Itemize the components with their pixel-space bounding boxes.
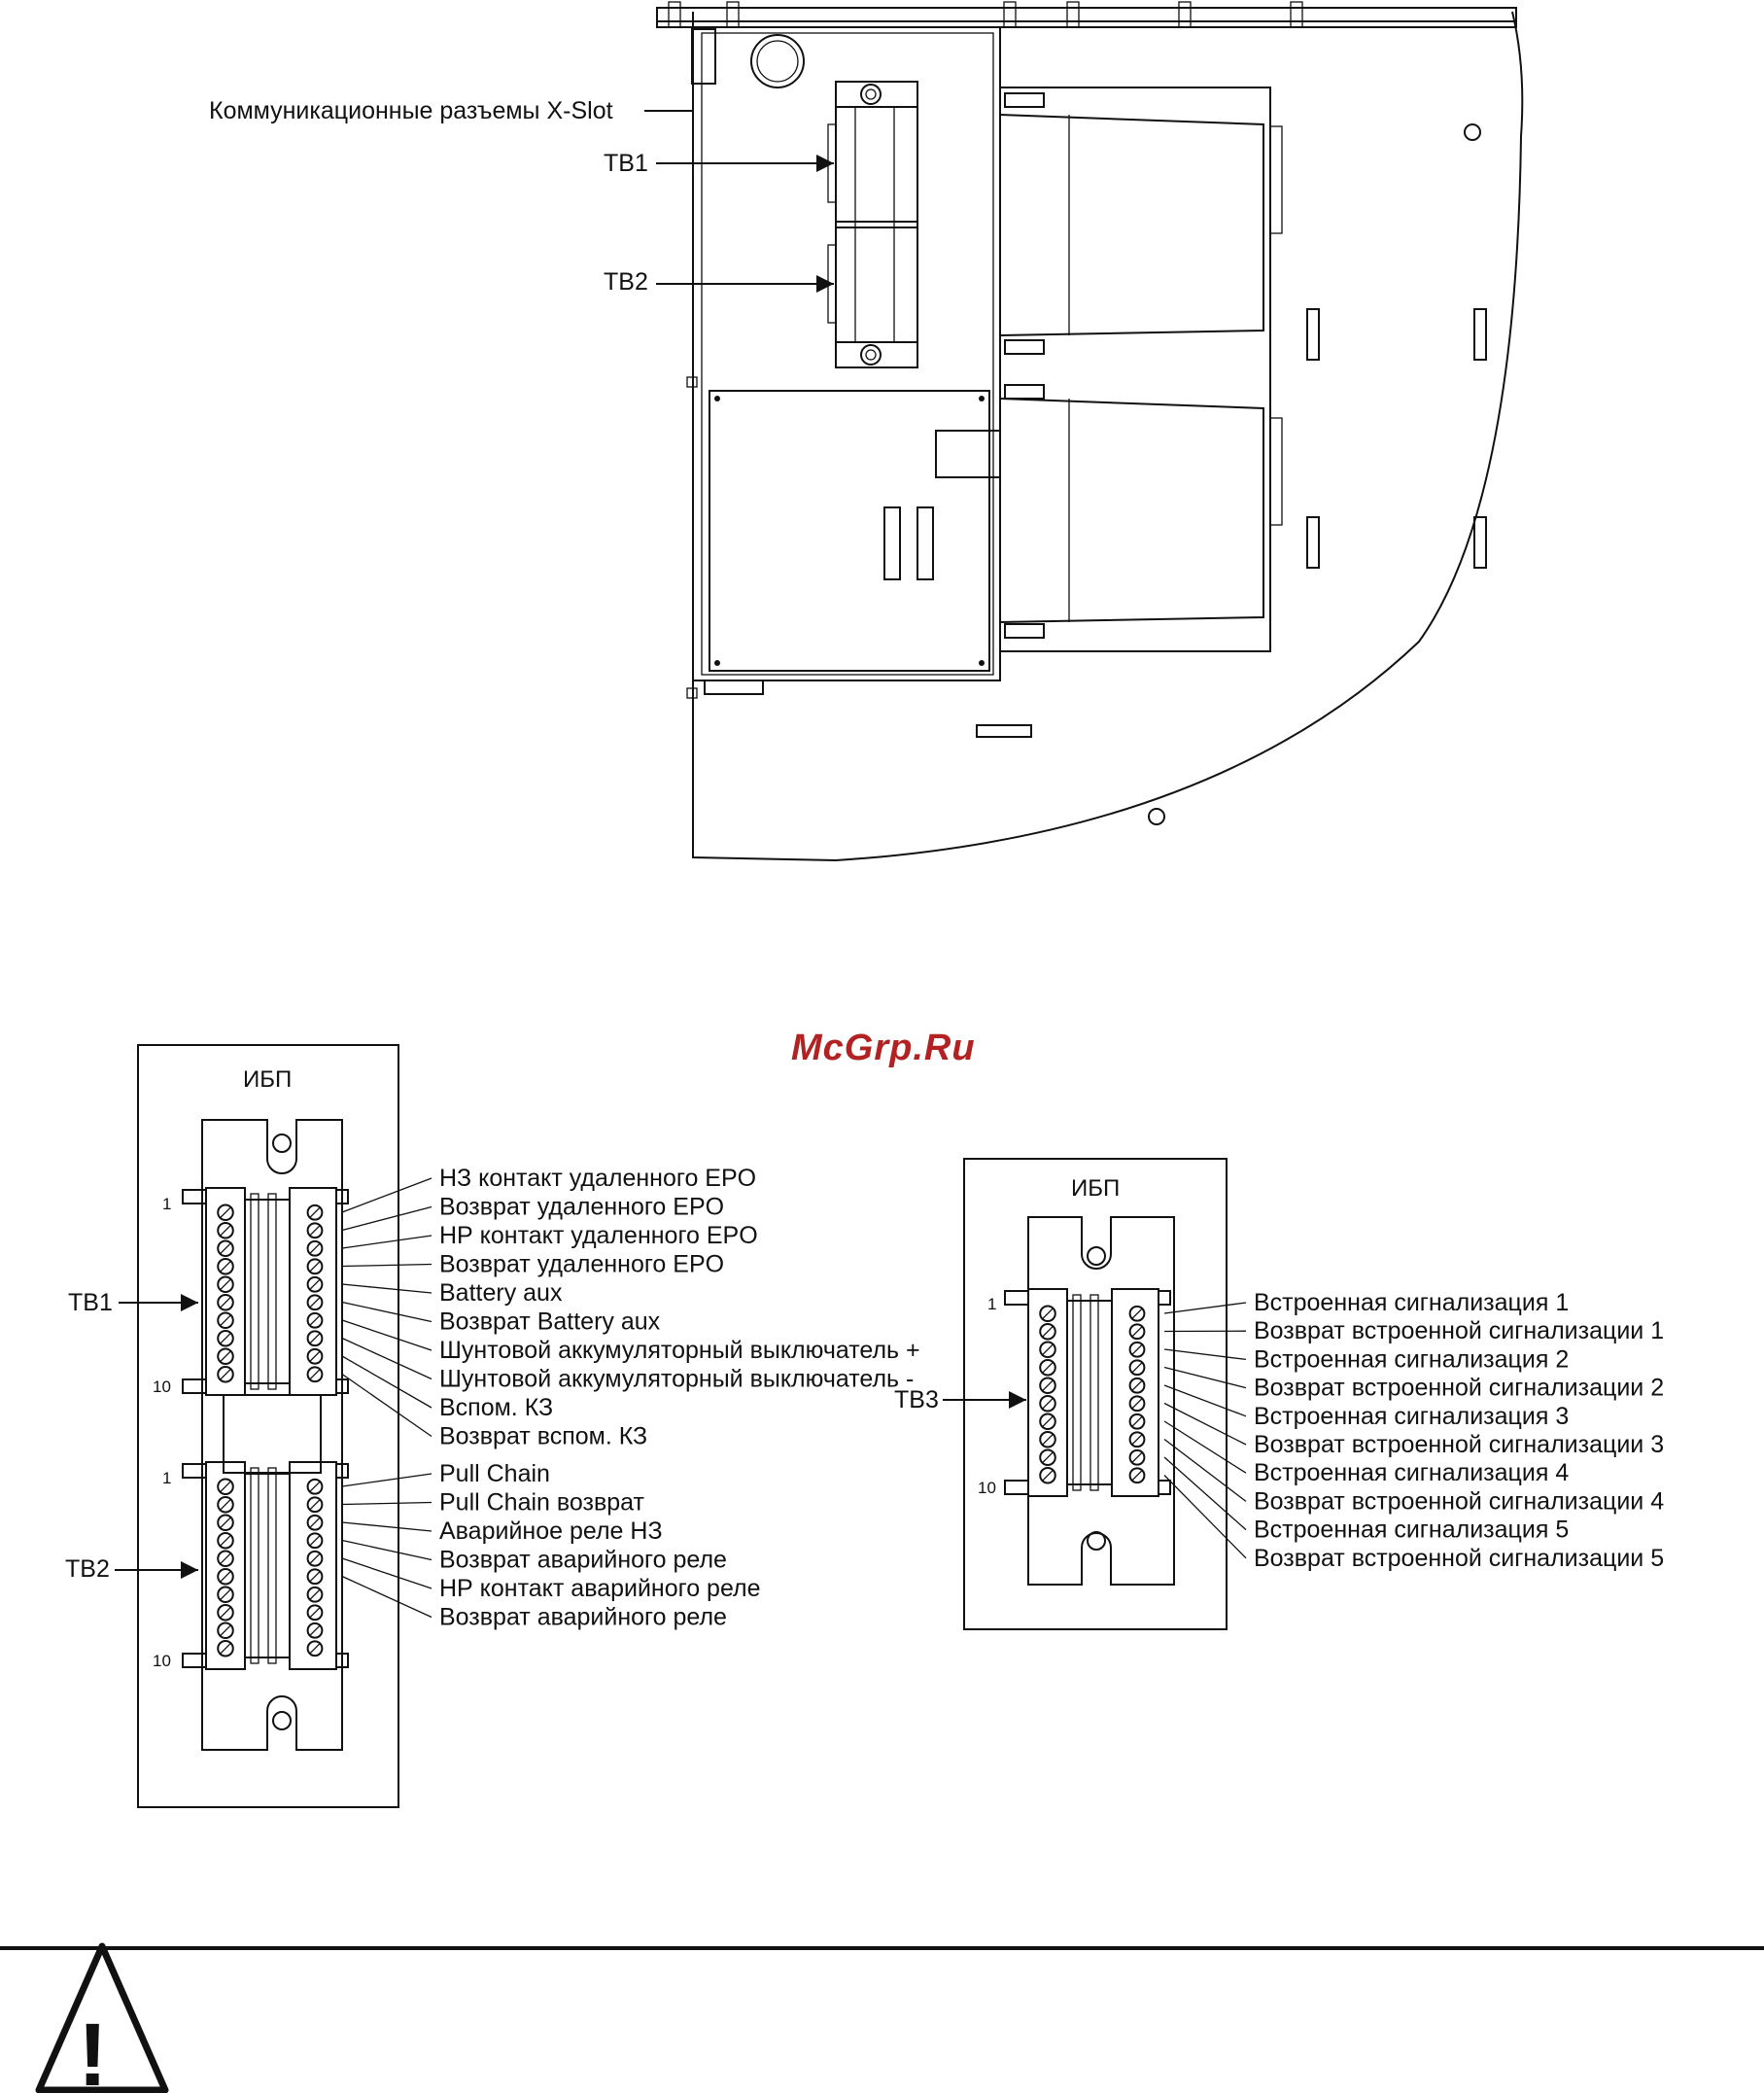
tb2-terminal-block: [182, 1461, 349, 1670]
top-rail: [656, 7, 1517, 22]
top-rail-bolts: [668, 1, 1303, 28]
terminal-label: Возврат встроенной сигнализации 3: [1254, 1431, 1664, 1458]
terminal-label: Встроенная сигнализация 1: [1254, 1289, 1569, 1316]
terminal-leader: [1163, 1302, 1247, 1314]
tb1-pin-first: 1: [162, 1195, 171, 1213]
terminal-label: Возврат удаленного EPO: [439, 1251, 724, 1278]
terminal-leader: [341, 1521, 432, 1532]
terminal-label: НР контакт аварийного реле: [439, 1575, 761, 1602]
panel-tb1-label: TB1: [68, 1289, 113, 1316]
terminal-leader: [341, 1539, 432, 1561]
terminal-leader: [341, 1177, 432, 1213]
terminal-label: Возврат встроенной сигнализации 5: [1254, 1545, 1664, 1572]
panel-tb3-label: TB3: [894, 1386, 939, 1413]
terminal-leader: [341, 1473, 432, 1487]
xslot-tab: [691, 28, 716, 85]
terminal-label: Battery aux: [439, 1279, 563, 1307]
warning-triangle-icon: [35, 1942, 169, 2093]
xslot-label: Коммуникационные разъемы X-Slot: [209, 97, 613, 124]
terminal-label: Pull Chain: [439, 1460, 550, 1487]
watermark: McGrp.Ru: [791, 1028, 976, 1068]
panel-left-title: ИБП: [243, 1066, 292, 1093]
tb2-pin-first: 1: [162, 1469, 171, 1487]
tb3-housing: [1027, 1216, 1175, 1586]
tb3-pin-first: 1: [987, 1295, 996, 1313]
tb3-pin-last: 10: [978, 1479, 996, 1497]
terminal-label: Возврат аварийного реле: [439, 1604, 727, 1631]
tb-housing: [201, 1119, 343, 1751]
panel-tb2-label: TB2: [65, 1555, 110, 1583]
terminal-label: Возврат удаленного EPO: [439, 1194, 724, 1221]
terminal-label: Возврат вспом. КЗ: [439, 1423, 647, 1450]
terminal-label: Встроенная сигнализация 3: [1254, 1403, 1569, 1430]
panel-left-frame: [137, 1044, 399, 1808]
panel-right-frame: [963, 1158, 1228, 1630]
terminal-leader: [341, 1373, 432, 1438]
lower-panel: [709, 390, 990, 672]
top-tb1-label: TB1: [604, 150, 648, 177]
terminal-leader: [341, 1501, 432, 1506]
panel-right-title: ИБП: [1071, 1175, 1120, 1202]
terminal-leader: [341, 1575, 432, 1619]
terminal-leader: [341, 1235, 432, 1249]
terminal-label: Аварийное реле НЗ: [439, 1517, 663, 1545]
panel-right: ИБП 1 10 TB3: [894, 1158, 1228, 1630]
terminal-label: Встроенная сигнализация 2: [1254, 1345, 1569, 1373]
terminal-label: Возврат встроенной сигнализации 4: [1254, 1487, 1664, 1515]
cabinet-hole: [1464, 123, 1481, 141]
terminal-label: НР контакт удаленного EPO: [439, 1222, 758, 1249]
tb1-terminal-block: [182, 1187, 349, 1396]
cabinet-drawers: [999, 87, 1283, 652]
terminal-leader: [1163, 1420, 1247, 1474]
terminal-label: Pull Chain возврат: [439, 1489, 645, 1517]
terminal-leader: [341, 1557, 432, 1589]
terminal-label: Шунтовой аккумуляторный выключатель -: [439, 1366, 914, 1393]
top-rail-inner: [656, 20, 1517, 28]
top-terminal-stack: [827, 81, 918, 368]
terminal-label: Возврат аварийного реле: [439, 1547, 727, 1574]
terminal-leader: [341, 1301, 432, 1323]
xslot-module: [692, 26, 1001, 681]
terminal-label: Возврат встроенной сигнализации 1: [1254, 1317, 1664, 1344]
terminal-leader: [341, 1319, 432, 1351]
tb2-pin-last: 10: [153, 1652, 171, 1670]
cabinet-outline: [692, 11, 1524, 862]
terminal-leader: [1163, 1384, 1247, 1417]
terminal-leader: [1163, 1438, 1247, 1502]
connector-block: [935, 430, 1001, 478]
terminal-label: Встроенная сигнализация 5: [1254, 1517, 1569, 1544]
terminal-label: Встроенная сигнализация 4: [1254, 1459, 1569, 1486]
panel-left: ИБП 1 10 1 10 TB1 TB2: [65, 1044, 399, 1808]
terminal-leader: [341, 1263, 432, 1268]
tb3-terminal-block: [1004, 1288, 1171, 1497]
terminal-leader: [341, 1283, 432, 1294]
terminal-label: Возврат встроенной сигнализации 2: [1254, 1375, 1664, 1402]
top-tb2-label: TB2: [604, 268, 648, 296]
terminal-leader: [1163, 1348, 1247, 1361]
warning-exclamation: !: [78, 2006, 108, 2093]
terminal-label: Возврат Battery aux: [439, 1308, 661, 1336]
terminal-leader: [1163, 1366, 1247, 1389]
tb1-pin-last: 10: [153, 1378, 171, 1396]
terminal-leader: [341, 1205, 432, 1232]
terminal-leader: [341, 1337, 432, 1380]
terminal-leader: [341, 1355, 432, 1409]
cabinet-vents: [976, 308, 1487, 738]
ups-cabinet-top-view: [656, 1, 1524, 862]
terminal-label: Вспом. КЗ: [439, 1394, 553, 1421]
terminal-label: Шунтовой аккумуляторный выключатель +: [439, 1337, 920, 1364]
terminal-leader: [1163, 1402, 1247, 1446]
terminal-label: НЗ контакт удаленного EPO: [439, 1165, 756, 1192]
xslot-module-inner: [701, 32, 994, 676]
cable-gland: [750, 34, 805, 88]
terminal-leader: [1163, 1456, 1247, 1531]
cabinet-hole: [1148, 808, 1165, 825]
terminal-leader: [1163, 1475, 1247, 1559]
